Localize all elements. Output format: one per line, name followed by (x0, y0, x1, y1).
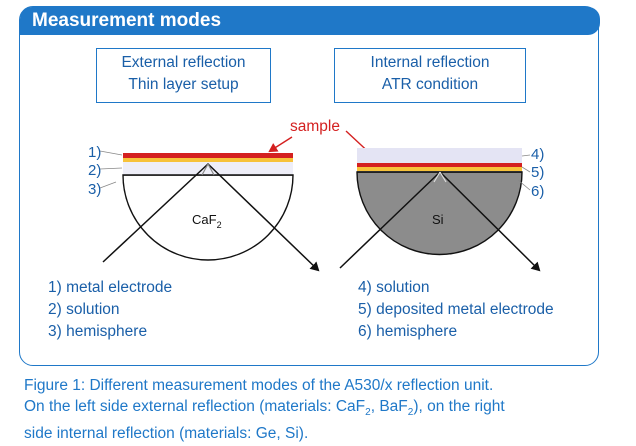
legend-item-hemisphere: 3) hemisphere (48, 323, 148, 340)
reflection-point-right (207, 163, 215, 176)
crystal-label-si: Si (432, 212, 444, 227)
internal-legend: 4) solution 5) deposited metal electrode… (358, 277, 554, 343)
metal-electrode-underlayer (123, 158, 293, 162)
thin-solution-layer (123, 162, 293, 175)
label-3: 3) (88, 181, 101, 198)
panel-title-bar: Measurement modes (20, 7, 600, 35)
label-6: 6) (531, 183, 544, 200)
metal-electrode-layer (123, 153, 293, 158)
leader-1 (99, 150, 123, 156)
external-legend: 1) metal electrode 2) solution 3) hemisp… (48, 277, 172, 343)
external-reflection-box: External reflection Thin layer setup (96, 48, 271, 103)
external-box-line2: Thin layer setup (128, 76, 239, 93)
sample-label: sample (290, 118, 340, 135)
leader-5 (521, 166, 531, 173)
si-hemisphere (356, 171, 523, 256)
internal-box-line2: ATR condition (381, 76, 479, 93)
legend-item-solution: 2) solution (48, 301, 120, 318)
sample-arrow-left (268, 136, 293, 153)
caption-line-1: Figure 1: Different measurement modes of… (24, 377, 494, 394)
label-5: 5) (531, 164, 544, 181)
external-box-line1: External reflection (121, 54, 246, 71)
internal-reflection-diagram: 4) 5) 6) Si (339, 146, 544, 272)
caption-line-2: On the left side external reflection (ma… (24, 398, 505, 419)
leader-4 (521, 154, 531, 157)
caf2-hemisphere (122, 174, 294, 261)
internal-reflection-box: Internal reflection ATR condition (334, 48, 526, 103)
figure-caption: Figure 1: Different measurement modes of… (24, 375, 630, 444)
legend-item-deposited-metal-electrode: 5) deposited metal electrode (358, 301, 554, 318)
leader-6 (517, 179, 531, 191)
caption-line-3: side internal reflection (materials: Ge,… (24, 425, 309, 443)
label-4: 4) (531, 146, 544, 163)
reflection-point-left (201, 163, 209, 176)
label-2: 2) (88, 162, 101, 179)
deposited-metal-electrode-layer (357, 163, 522, 167)
external-reflection-diagram: 1) 2) 3) CaF2 (88, 144, 320, 272)
internal-box-line1: Internal reflection (370, 54, 490, 71)
panel-title: Measurement modes (32, 10, 222, 31)
leader-2 (99, 167, 123, 170)
crystal-label-caf2: CaF2 (192, 212, 222, 230)
deposited-metal-underlayer (357, 167, 522, 171)
label-1: 1) (88, 144, 101, 161)
atr-reflection-left (433, 171, 441, 183)
leader-3 (99, 181, 117, 189)
atr-reflection-right (439, 171, 447, 183)
solution-layer (357, 148, 522, 163)
legend-item-solution: 4) solution (358, 279, 430, 296)
legend-item-hemisphere: 6) hemisphere (358, 323, 458, 340)
legend-item-metal-electrode: 1) metal electrode (48, 279, 173, 296)
